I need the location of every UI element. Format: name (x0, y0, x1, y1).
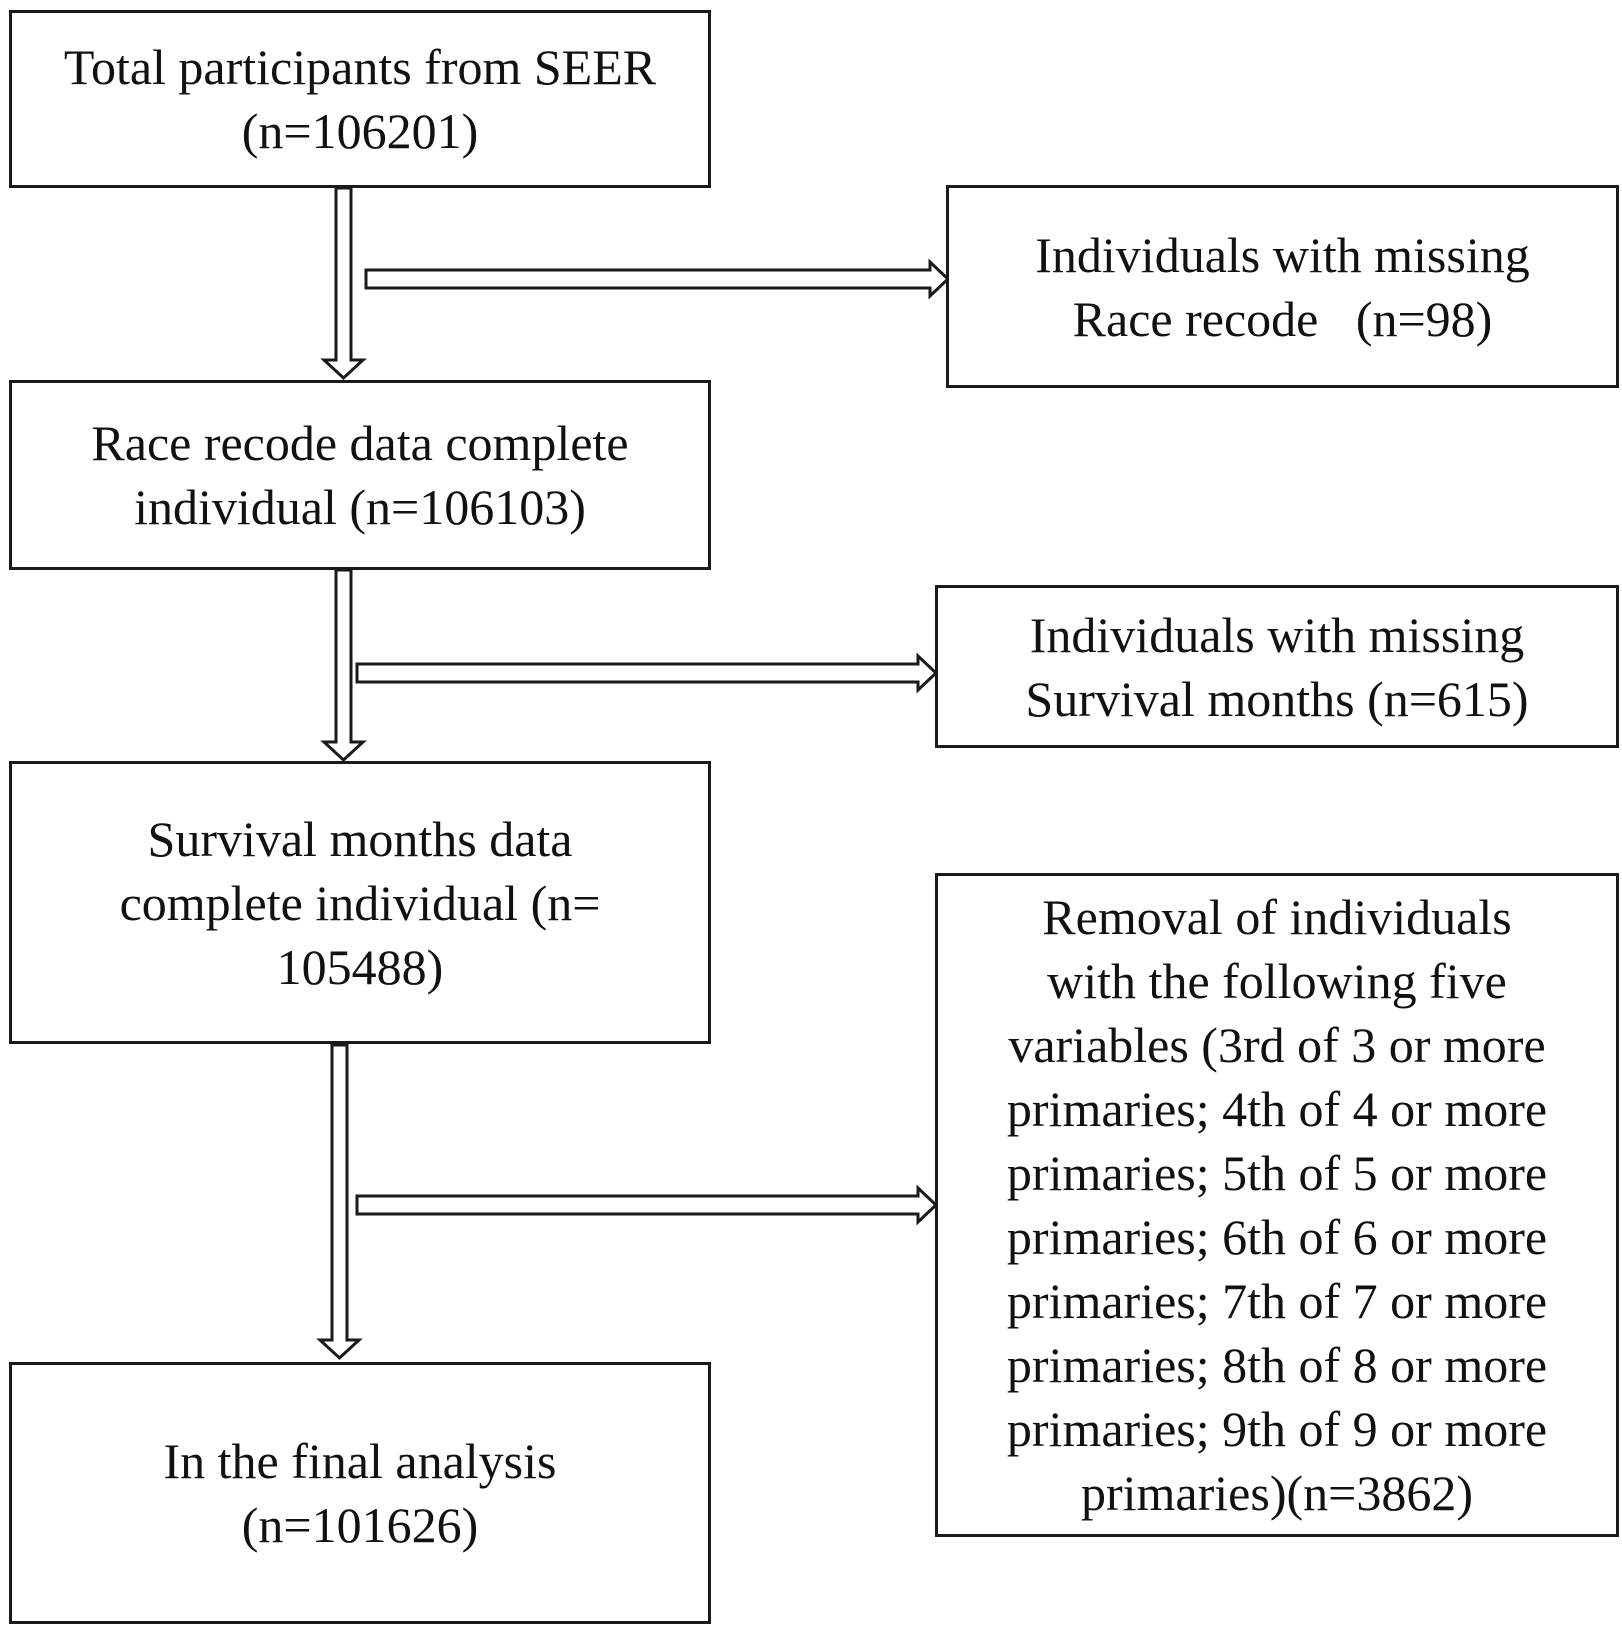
down-arrow-3 (316, 1043, 363, 1361)
box-line: (n=101626) (241, 1497, 479, 1553)
box-survival-complete: Survival months data complete individual… (9, 761, 711, 1044)
box-final-analysis-text: In the final analysis (n=101626) (164, 1429, 557, 1557)
box-removal-primaries-text: Removal of individuals with the followin… (1007, 885, 1547, 1525)
box-line: variables (3rd of 3 or more (1008, 1017, 1546, 1073)
down-arrow-1 (320, 186, 367, 381)
box-line: individual (n=106103) (134, 479, 586, 535)
box-line: primaries; 8th of 8 or more (1006, 1337, 1548, 1393)
box-race-complete-text: Race recode data complete individual (n=… (91, 411, 628, 539)
box-removal-primaries: Removal of individuals with the followin… (935, 873, 1619, 1537)
box-final-analysis: In the final analysis (n=101626) (9, 1362, 711, 1624)
box-line: primaries; 6th of 6 or more (1006, 1209, 1548, 1265)
box-total-participants-text: Total participants from SEER (n=106201) (64, 35, 656, 163)
box-missing-race-text: Individuals with missing Race recode (n=… (1035, 223, 1529, 351)
box-line: Removal of individuals (1042, 889, 1512, 945)
box-line: (n=106201) (241, 103, 479, 159)
box-race-complete: Race recode data complete individual (n=… (9, 380, 711, 570)
box-line: primaries; 9th of 9 or more (1006, 1401, 1548, 1457)
box-line: Race recode (n=98) (1072, 290, 1493, 347)
right-arrow-2 (355, 652, 939, 694)
box-line: complete individual (n= (119, 874, 601, 931)
box-line: Survival months (n=615) (1025, 670, 1529, 727)
box-line: Total participants from SEER (63, 39, 657, 95)
box-line: primaries; 4th of 4 or more (1006, 1081, 1548, 1137)
box-line: with the following five (1047, 953, 1507, 1009)
box-line: Race recode data complete (91, 415, 629, 471)
down-arrow-2 (320, 568, 367, 763)
box-line: primaries; 7th of 7 or more (1006, 1273, 1548, 1329)
right-arrow-1 (364, 258, 951, 300)
box-line: Survival months data (147, 810, 573, 867)
box-total-participants: Total participants from SEER (n=106201) (9, 10, 711, 188)
box-line: In the final analysis (163, 1433, 557, 1489)
box-line: primaries)(n=3862) (1081, 1465, 1473, 1521)
box-missing-survival: Individuals with missing Survival months… (935, 585, 1619, 748)
box-line: 105488) (276, 938, 444, 995)
box-line: primaries; 5th of 5 or more (1006, 1145, 1548, 1201)
box-line: Individuals with missing (1035, 226, 1530, 283)
right-arrow-3 (355, 1184, 939, 1226)
box-missing-survival-text: Individuals with missing Survival months… (1025, 603, 1528, 731)
box-survival-complete-text: Survival months data complete individual… (120, 807, 601, 999)
box-missing-race: Individuals with missing Race recode (n=… (946, 185, 1619, 388)
box-line: Individuals with missing (1029, 606, 1525, 663)
